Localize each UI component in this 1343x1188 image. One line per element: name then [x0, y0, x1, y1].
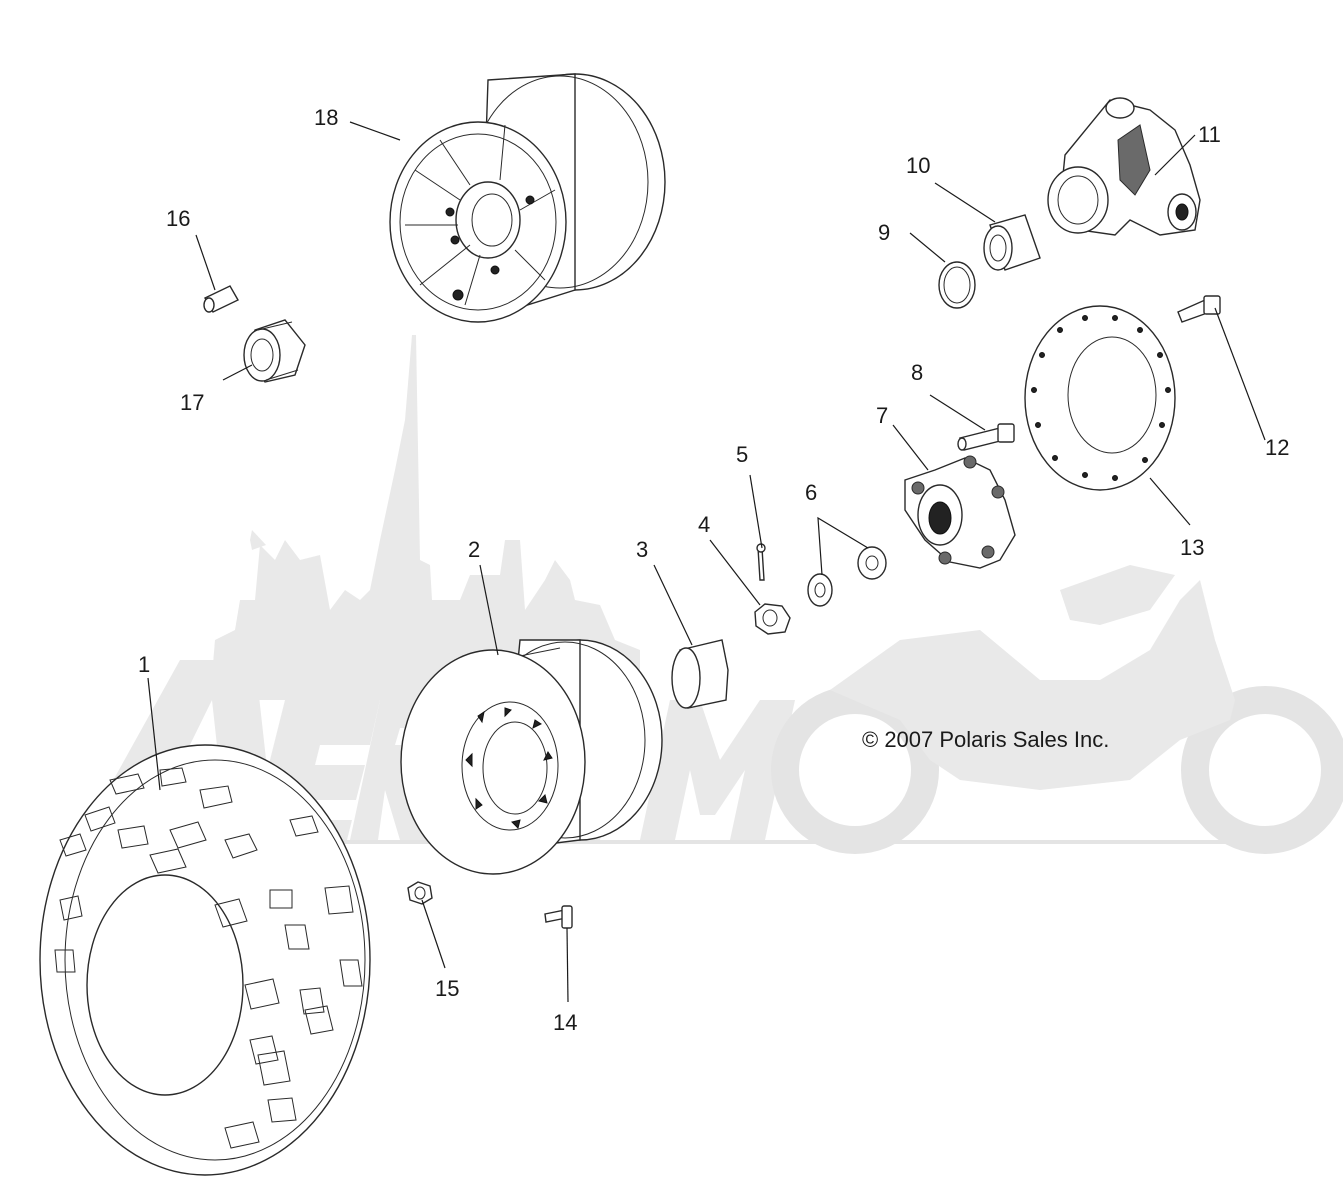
- callout-2[interactable]: 2: [468, 537, 480, 562]
- part-14-stud[interactable]: [544, 905, 573, 929]
- callout-13[interactable]: 13: [1180, 535, 1204, 560]
- copyright-notice: © 2007 Polaris Sales Inc.: [862, 727, 1110, 752]
- callout-10[interactable]: 10: [906, 153, 930, 178]
- callout-9[interactable]: 9: [878, 220, 890, 245]
- part-15-lug-nut[interactable]: [407, 881, 433, 905]
- callout-12[interactable]: 12: [1265, 435, 1289, 460]
- callout-15[interactable]: 15: [435, 976, 459, 1001]
- callout-7[interactable]: 7: [876, 403, 888, 428]
- part-9-snap-ring[interactable]: [938, 261, 976, 309]
- callout-18[interactable]: 18: [314, 105, 338, 130]
- watermark-flag: [250, 530, 266, 550]
- watermark-moto-body: [830, 580, 1235, 790]
- watermark-letter-m: [640, 700, 795, 840]
- part-8-bolt[interactable]: [957, 423, 1015, 451]
- callout-6[interactable]: 6: [805, 480, 817, 505]
- part-12-bolt[interactable]: [1177, 295, 1221, 323]
- watermark-skyline: [210, 335, 640, 700]
- part-3-dust-cap[interactable]: [671, 639, 729, 709]
- callout-4[interactable]: 4: [698, 512, 710, 537]
- part-1-tire[interactable]: [39, 744, 371, 1176]
- part-16-pin[interactable]: [203, 285, 239, 313]
- part-7-hub[interactable]: [904, 455, 1016, 569]
- part-4-castle-nut[interactable]: [754, 603, 791, 635]
- callout-14[interactable]: 14: [553, 1010, 577, 1035]
- callout-3[interactable]: 3: [636, 537, 648, 562]
- callout-5[interactable]: 5: [736, 442, 748, 467]
- rim-center-bore: [455, 181, 521, 259]
- part-5-cotter-pin[interactable]: [756, 543, 766, 581]
- callouts: 1 2 3 4 5 6 7 8 9 10 11 12 13 14 15 16 1…: [138, 105, 1289, 1035]
- callout-16[interactable]: 16: [166, 206, 190, 231]
- part-6-washers[interactable]: [807, 546, 887, 607]
- part-17-bearing[interactable]: [243, 319, 306, 383]
- leader-lines: [147, 121, 1266, 1003]
- callout-8[interactable]: 8: [911, 360, 923, 385]
- watermark-moto-tank: [1060, 565, 1175, 625]
- callout-17[interactable]: 17: [180, 390, 204, 415]
- part-10-bearing[interactable]: [983, 214, 1041, 271]
- part-2-wheel[interactable]: [400, 639, 663, 875]
- part-11-knuckle[interactable]: [1047, 97, 1201, 236]
- callout-1[interactable]: 1: [138, 652, 150, 677]
- callout-11[interactable]: 11: [1198, 122, 1221, 147]
- part-13-brake-disc[interactable]: [1024, 305, 1176, 491]
- part-18-wheel[interactable]: [389, 73, 666, 323]
